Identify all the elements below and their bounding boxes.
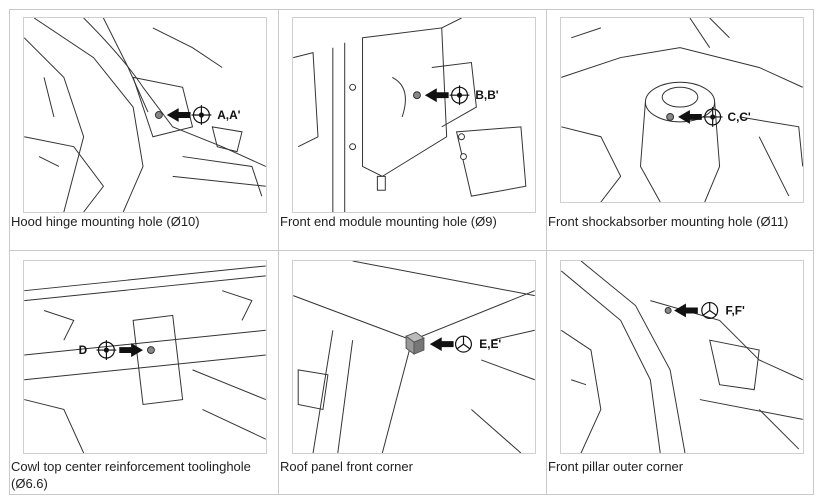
shock-absorber-illustration: C,C'	[561, 18, 803, 202]
y-circle-icon	[454, 335, 472, 353]
figure-illustration-a: A,A'	[23, 17, 267, 213]
figure-cell-a: A,A' Hood hinge mounting hole (Ø10)	[9, 9, 279, 251]
hood-hinge-illustration: A,A'	[24, 18, 266, 212]
callout-label-e: E,E'	[479, 337, 501, 351]
front-pillar-illustration: F,F'	[561, 261, 803, 453]
figure-caption-e: Roof panel front corner	[280, 459, 413, 474]
figure-illustration-c: C,C'	[560, 17, 804, 203]
figure-illustration-f: F,F'	[560, 260, 804, 454]
figure-illustration-d: D	[23, 260, 267, 454]
figure-cell-e: E,E' Roof panel front corner	[278, 250, 547, 495]
figure-illustration-b: B,B'	[292, 17, 536, 213]
figure-cell-f: F,F' Front pillar outer corner	[546, 250, 814, 495]
callout-label-f: F,F'	[726, 303, 745, 317]
arrow-icon	[424, 88, 449, 103]
crosshair-circle-icon	[96, 340, 117, 360]
y-circle-icon	[701, 301, 719, 319]
callout-label-a: A,A'	[217, 108, 240, 122]
callout-label-b: B,B'	[475, 88, 498, 102]
arrow-icon	[674, 303, 698, 318]
crosshair-circle-icon	[191, 105, 212, 125]
cowl-top-illustration: D	[24, 265, 266, 453]
figure-cell-b: B,B' Front end module mounting hole (Ø9)	[278, 9, 547, 251]
figure-cell-c: C,C' Front shockabsorber mounting hole (…	[546, 9, 814, 251]
figure-illustration-e: E,E'	[292, 260, 536, 454]
callout-label-d: D	[79, 343, 88, 357]
front-end-module-illustration: B,B'	[293, 18, 527, 212]
arrow-icon	[429, 337, 454, 352]
callout-label-c: C,C'	[728, 110, 751, 124]
figure-cell-d: D Cowl top center reinforcement toolingh…	[9, 250, 279, 495]
crosshair-circle-icon	[449, 85, 470, 106]
cube-marker-icon	[405, 331, 425, 356]
figure-caption-b: Front end module mounting hole (Ø9)	[280, 214, 497, 229]
arrow-icon	[166, 108, 191, 122]
figure-caption-a: Hood hinge mounting hole (Ø10)	[11, 214, 200, 229]
crosshair-circle-icon	[702, 107, 723, 127]
figure-caption-c: Front shockabsorber mounting hole (Ø11)	[548, 214, 789, 229]
roof-panel-illustration: E,E'	[293, 261, 535, 453]
arrow-icon	[119, 343, 144, 357]
arrow-icon	[678, 110, 702, 124]
figure-caption-f: Front pillar outer corner	[548, 459, 684, 474]
figure-caption-d: Cowl top center reinforcement toolinghol…	[11, 459, 251, 491]
